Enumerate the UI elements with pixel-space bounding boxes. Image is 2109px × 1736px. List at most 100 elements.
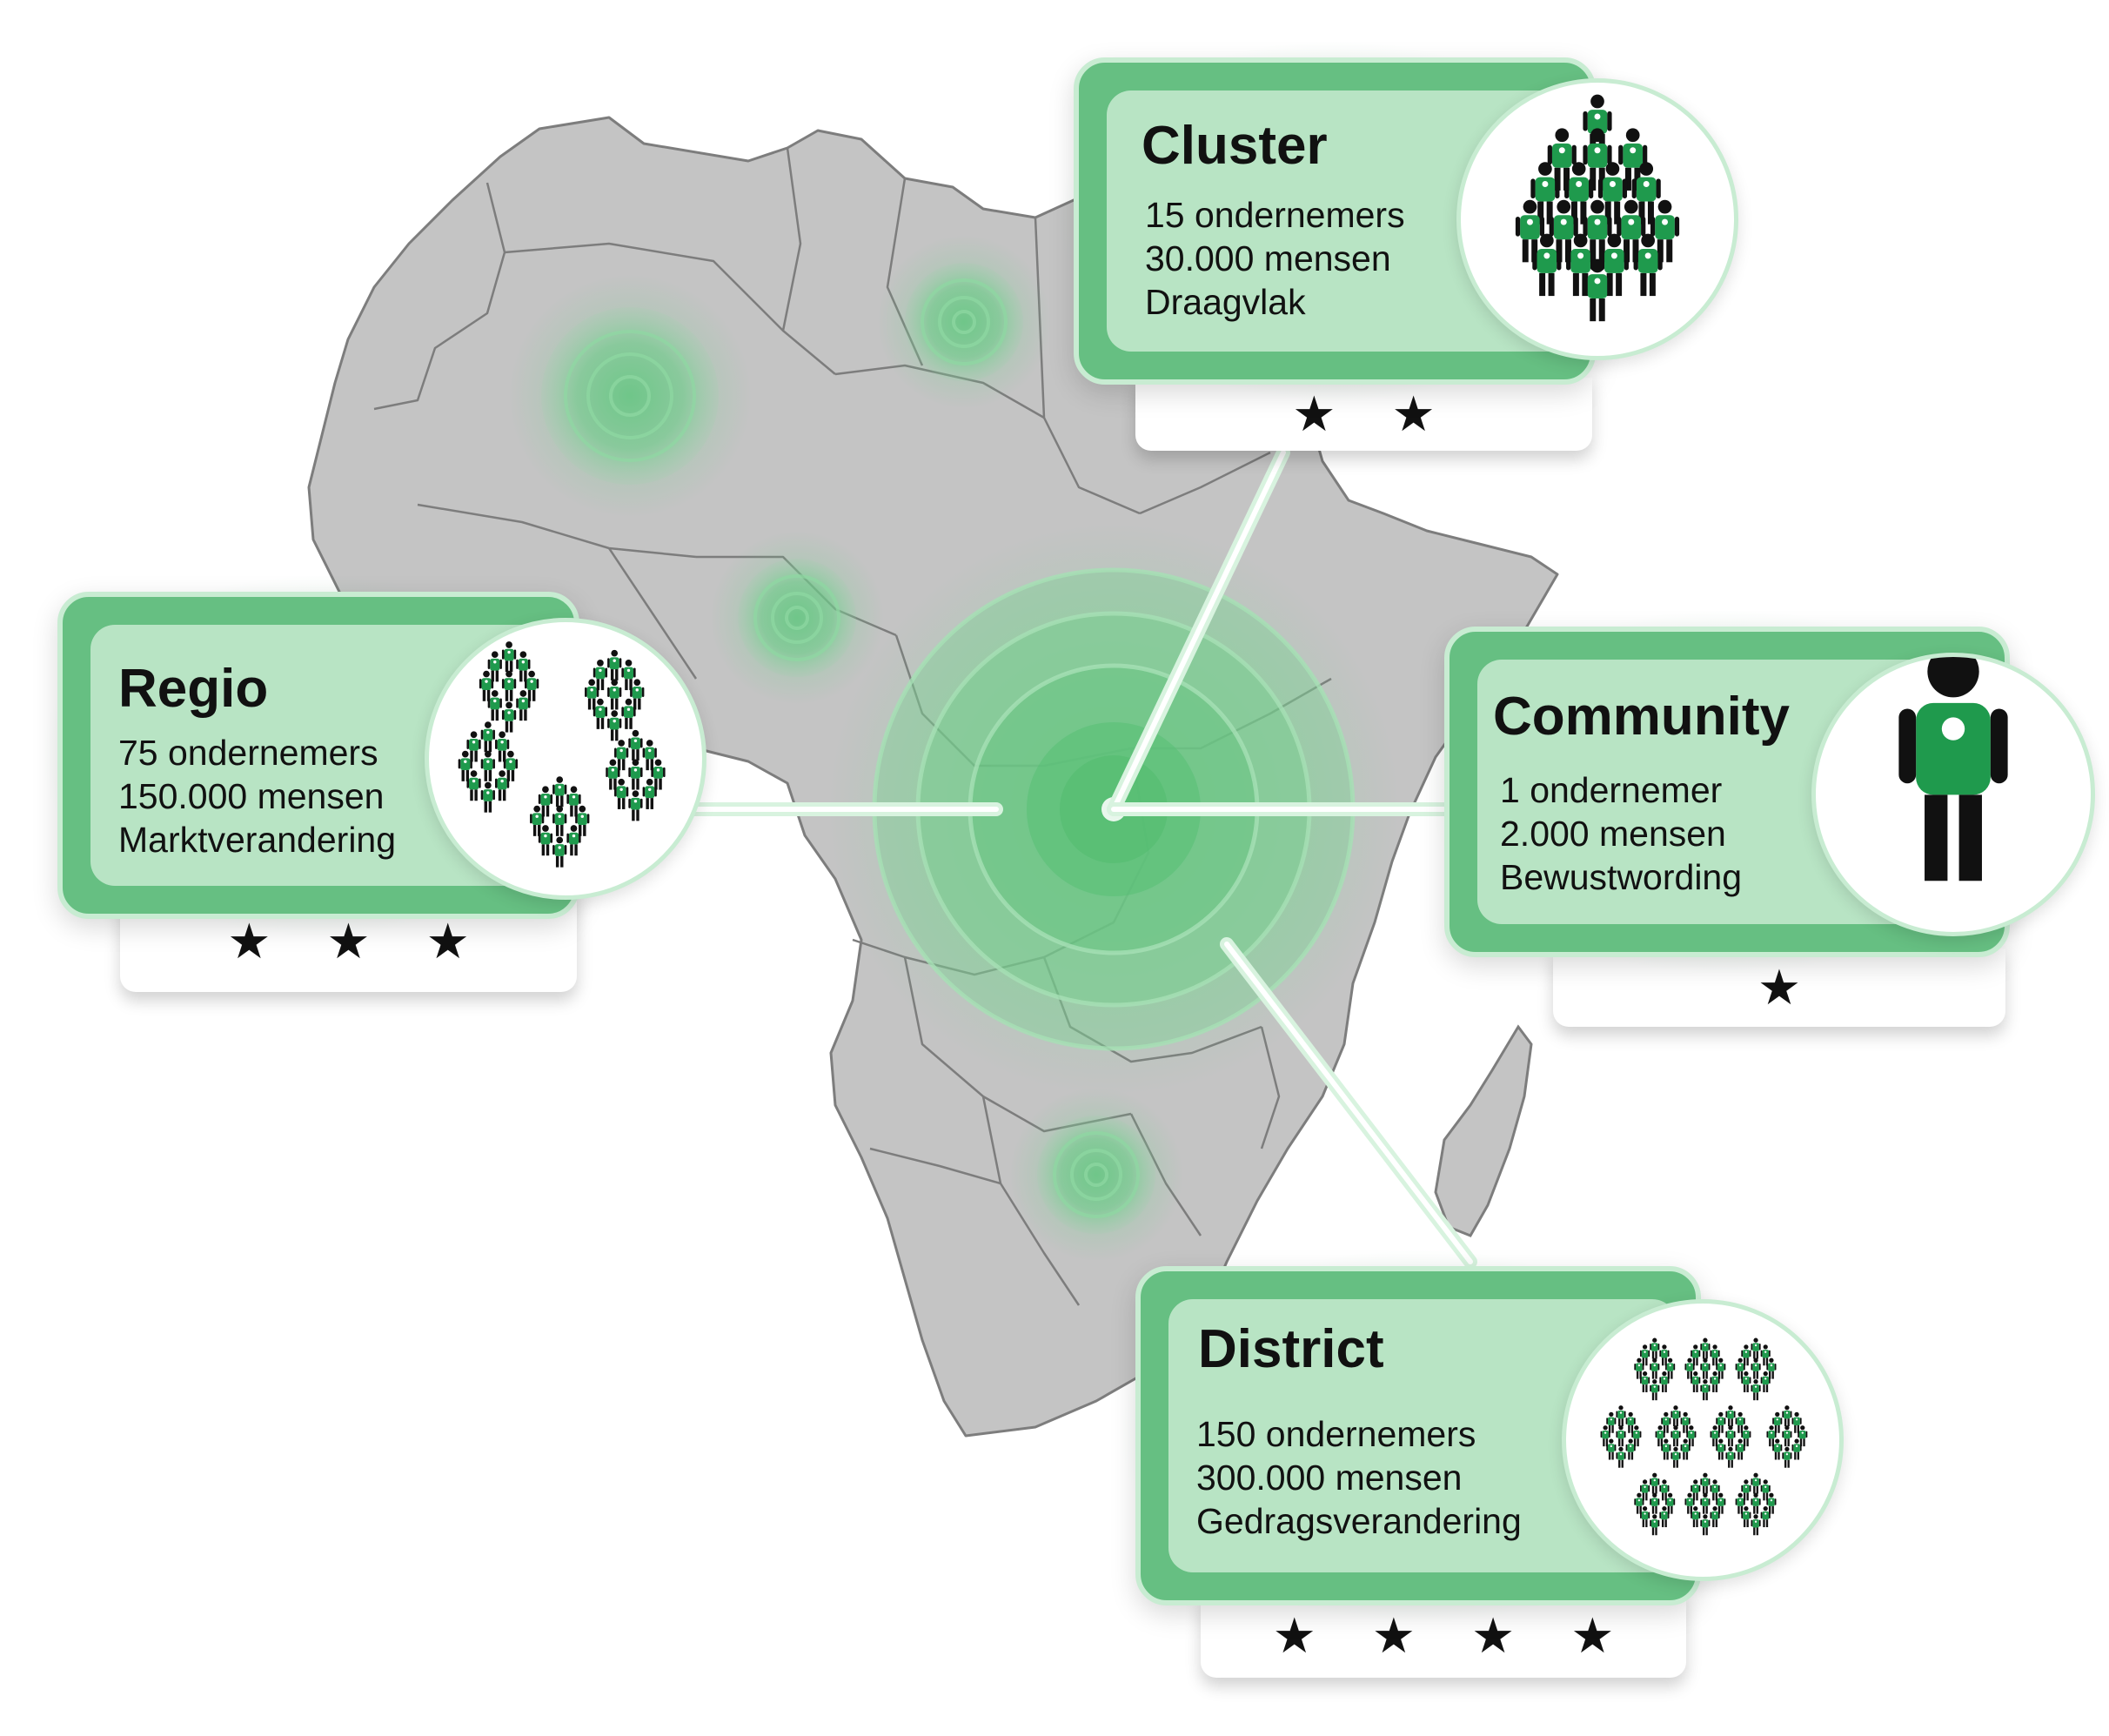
person-figure (1686, 1425, 1697, 1447)
person-figure (1710, 1479, 1720, 1501)
connector-lines (685, 446, 1477, 1269)
person-figure (1751, 1472, 1761, 1494)
person-figure (575, 805, 590, 836)
person-figure (487, 690, 502, 721)
person-figure (479, 670, 494, 701)
person-figure (1650, 1492, 1660, 1514)
person-figure (1751, 1379, 1761, 1401)
person-figure (1716, 1438, 1726, 1460)
cluster-card[interactable]: Cluster 15 ondernemers 30.000 mensen Dra… (1054, 38, 1738, 404)
person-figure (1650, 1472, 1660, 1494)
person-figure (1766, 1492, 1777, 1514)
person-figure (1725, 1405, 1736, 1427)
person-figure (1631, 162, 1661, 225)
person-figure (1650, 199, 1680, 263)
person-figure (524, 670, 539, 701)
district-card[interactable]: District 150 ondernemers 300.000 mensen … (1116, 1247, 1844, 1625)
person-figure (1532, 233, 1562, 297)
person-figure (466, 731, 481, 762)
person-figure (1640, 1505, 1650, 1528)
person-figure (1600, 1425, 1610, 1447)
person-figure (495, 770, 510, 801)
hotspot-south (1009, 1088, 1183, 1262)
person-figure (501, 701, 517, 733)
star-icon: ★ (1471, 1608, 1516, 1663)
person-figure (480, 781, 495, 813)
district-line-1: 150 ondernemers (1196, 1414, 1476, 1454)
community-line-2: 2.000 mensen (1500, 814, 1726, 854)
person-figure (1741, 1371, 1751, 1392)
person-figure (552, 805, 567, 836)
person-figure (1700, 1514, 1711, 1536)
person-figure (1751, 1492, 1761, 1514)
person-figure (1766, 1357, 1777, 1379)
person-figure (480, 750, 495, 781)
person-figure (487, 651, 502, 682)
hotspot-north-east (877, 235, 1051, 409)
person-figure (1760, 1371, 1771, 1392)
person-figure (1659, 1344, 1670, 1366)
person-figure (1700, 1472, 1711, 1494)
person-figure (651, 759, 666, 790)
person-figure (1583, 128, 1612, 191)
person-figure (566, 825, 581, 856)
person-figure (1735, 1411, 1745, 1433)
person-figure (1735, 1438, 1745, 1460)
person-figure (1640, 1371, 1650, 1392)
madagascar-map (1434, 1024, 1533, 1237)
person-figure (1735, 1492, 1745, 1514)
regio-line-1: 75 ondernemers (118, 733, 378, 773)
person-figure (1751, 1514, 1761, 1536)
person-figure (458, 750, 472, 781)
person-figure (1665, 1357, 1676, 1379)
person-figure (516, 690, 531, 721)
person-figure (1772, 1411, 1783, 1433)
person-figure (1760, 1505, 1771, 1528)
community-stars: ★ (1553, 948, 2005, 1027)
person-figure (628, 759, 643, 790)
person-figure (1691, 1344, 1701, 1366)
person-figure (606, 759, 620, 790)
regio-line-2: 150.000 mensen (118, 776, 385, 816)
person-figure (642, 778, 657, 809)
person-figure (1670, 1405, 1681, 1427)
person-figure (566, 786, 581, 817)
cluster-line-2: 30.000 mensen (1145, 238, 1391, 278)
person-figure (1616, 1405, 1626, 1427)
person-figure (516, 651, 531, 682)
community-card[interactable]: Community 1 ondernemer 2.000 mensen Bewu… (1425, 607, 2095, 976)
person-figure (1691, 1371, 1701, 1392)
star-icon: ★ (1272, 1608, 1316, 1663)
person-figure (538, 825, 553, 856)
person-figure (1751, 1337, 1761, 1359)
community-line-1: 1 ondernemer (1500, 770, 1723, 810)
person-figure (1616, 1446, 1626, 1468)
person-figure (1634, 1492, 1644, 1514)
person-figure (552, 776, 567, 808)
star-icon: ★ (1292, 386, 1336, 441)
person-figure (1710, 1344, 1720, 1366)
regio-card[interactable]: Regio 75 ondernemers 150.000 mensen Mark… (38, 573, 706, 938)
person-figure (1782, 1425, 1792, 1447)
person-figure (1741, 1505, 1751, 1528)
person-figure (1741, 1479, 1751, 1501)
district-line-2: 300.000 mensen (1196, 1458, 1463, 1498)
person-figure (1650, 1337, 1660, 1359)
cluster-title: Cluster (1142, 116, 1328, 176)
person-figure (1735, 1357, 1745, 1379)
person-figure (552, 836, 567, 868)
person-figure (1710, 1425, 1720, 1447)
person-figure (1661, 1438, 1671, 1460)
person-figure (1716, 1492, 1726, 1514)
hotspot-north-west (508, 274, 752, 518)
person-figure (1659, 1505, 1670, 1528)
person-figure (630, 679, 645, 710)
person-figure (585, 679, 599, 710)
person-figure (1716, 1411, 1726, 1433)
person-figure (628, 729, 643, 761)
person-figure (1650, 1357, 1660, 1379)
person-figure (1680, 1411, 1691, 1433)
person-figure (501, 641, 517, 673)
person-figure (593, 698, 608, 729)
